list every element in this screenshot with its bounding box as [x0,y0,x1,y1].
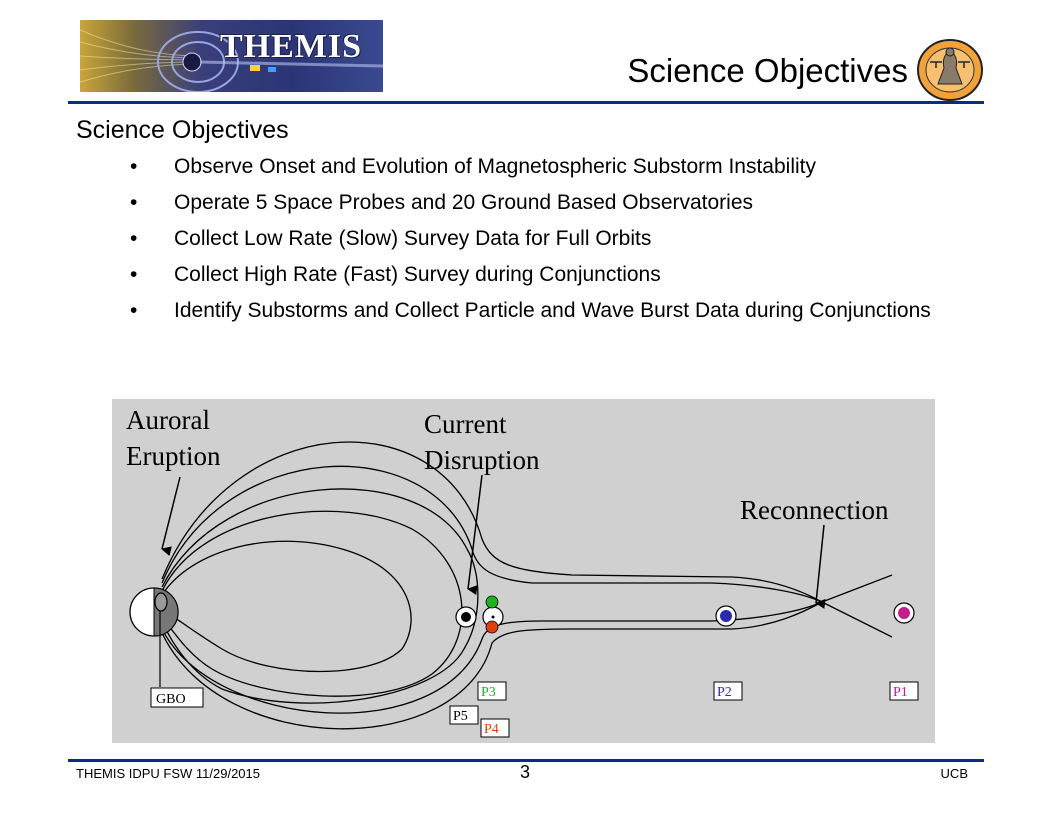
probe-p4-marker [485,620,499,634]
p3-label: P3 [481,685,496,700]
p5-label-box [449,705,479,725]
p2-label: P2 [717,685,732,700]
probe-p3-marker [485,595,499,609]
p1-label-box [889,681,919,701]
auroral-arrow [161,476,181,557]
p1-label: P1 [893,685,908,700]
p3-label-box [477,681,507,701]
section-heading: Science Objectives [76,116,289,144]
footer-right: UCB [940,766,968,781]
page-title: Science Objectives [627,52,908,89]
p4-label-box [480,718,510,738]
list-item: •Operate 5 Space Probes and 20 Ground Ba… [130,191,754,214]
gbo-label: GBO [156,692,186,707]
footer-left: THEMIS IDPU FSW 11/29/2015 [76,766,260,781]
header-divider [68,101,984,104]
banner-title: THEMIS [220,28,363,65]
magnetosphere-banner-art [80,29,383,92]
list-item: •Collect Low Rate (Slow) Survey Data for… [130,227,652,250]
page-number: 3 [520,762,531,782]
probe-p2-marker [720,610,732,622]
label-eruption: Eruption [126,441,221,471]
magnetosphere-diagram: Auroral Eruption Current Disruption Reco… [112,399,935,743]
reconnection-arrow [815,524,826,609]
bullet-icon: • [130,155,138,178]
probe-p5-marker [461,612,471,622]
bullet-icon: • [130,299,138,322]
list-item: •Collect High Rate (Fast) Survey during … [130,263,661,286]
p5-label: P5 [453,709,468,724]
p2-label-box [713,681,743,701]
field-lines [161,441,893,730]
label-disruption: Disruption [424,445,540,475]
label-reconnection: Reconnection [740,495,889,525]
list-item: •Identify Substorms and Collect Particle… [130,299,931,322]
auroral-oval [154,592,168,612]
list-item: •Observe Onset and Evolution of Magnetos… [130,155,816,178]
gbo-label-box [150,687,204,708]
p4-label: P4 [484,722,499,737]
current-disruption-arrow [467,474,483,596]
probe-p1-marker [898,607,910,619]
themis-banner: THEMIS [80,20,383,92]
bullet-icon: • [130,263,138,286]
bullet-icon: • [130,227,138,250]
label-current: Current [424,409,507,439]
footer-divider [68,759,984,762]
objectives-list: •Observe Onset and Evolution of Magnetos… [130,154,1010,334]
themis-seal-logo [917,39,983,101]
bullet-icon: • [130,191,138,214]
diagram-background [112,399,935,743]
probe-center-dot [491,615,495,619]
label-auroral: Auroral [126,405,210,435]
